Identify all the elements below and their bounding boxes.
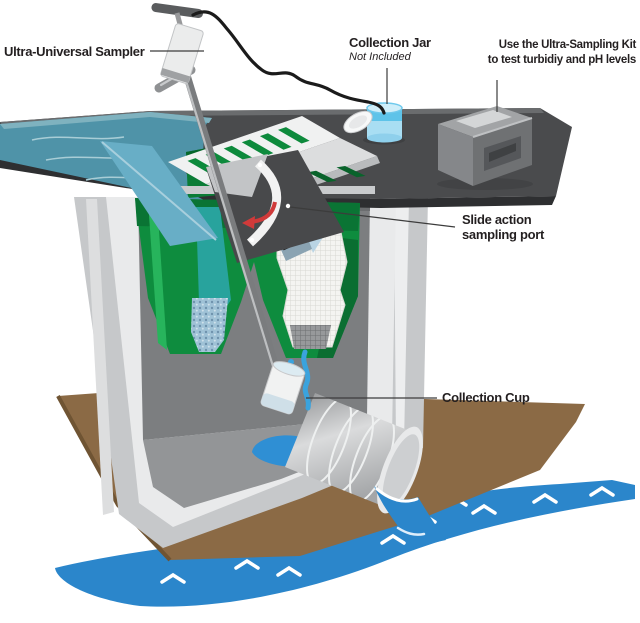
outflow bbox=[252, 393, 446, 547]
label-collection-jar: Collection Jar Not Included bbox=[349, 35, 431, 65]
sampler-pole bbox=[151, 3, 287, 393]
label-sampling-kit-note: Use the Ultra-Sampling Kit to test turbi… bbox=[487, 38, 637, 68]
label-collection-jar-title: Collection Jar bbox=[349, 35, 431, 50]
pump-t-handle bbox=[151, 3, 203, 19]
drip-water bbox=[301, 349, 311, 411]
label-slide-action-port: Slide action sampling port bbox=[462, 212, 544, 242]
label-collection-cup: Collection Cup bbox=[442, 390, 530, 405]
kit-box-label bbox=[456, 110, 512, 128]
jar-lid bbox=[343, 110, 373, 134]
port-rim bbox=[246, 159, 282, 247]
label-not-included: Not Included bbox=[349, 51, 411, 63]
sediment-pile bbox=[191, 298, 228, 352]
leader-lines bbox=[150, 50, 498, 399]
label-ultra-universal-sampler: Ultra-Universal Sampler bbox=[4, 44, 145, 59]
label-port-line2: sampling port bbox=[462, 227, 545, 242]
outflow-pipe bbox=[285, 393, 423, 514]
pump-cylinder bbox=[160, 23, 204, 84]
label-kit-line1: Use the Ultra-Sampling Kit bbox=[498, 39, 637, 51]
pump-tube bbox=[191, 10, 386, 115]
falling-water bbox=[100, 141, 218, 246]
pipe-water bbox=[374, 486, 446, 547]
leader-port bbox=[289, 206, 456, 228]
sampling-kit-box bbox=[437, 106, 533, 190]
label-port-line1: Slide action bbox=[462, 212, 532, 227]
collection-cup bbox=[260, 361, 306, 415]
label-kit-line2: to test turbidiy and pH levels bbox=[487, 54, 637, 66]
